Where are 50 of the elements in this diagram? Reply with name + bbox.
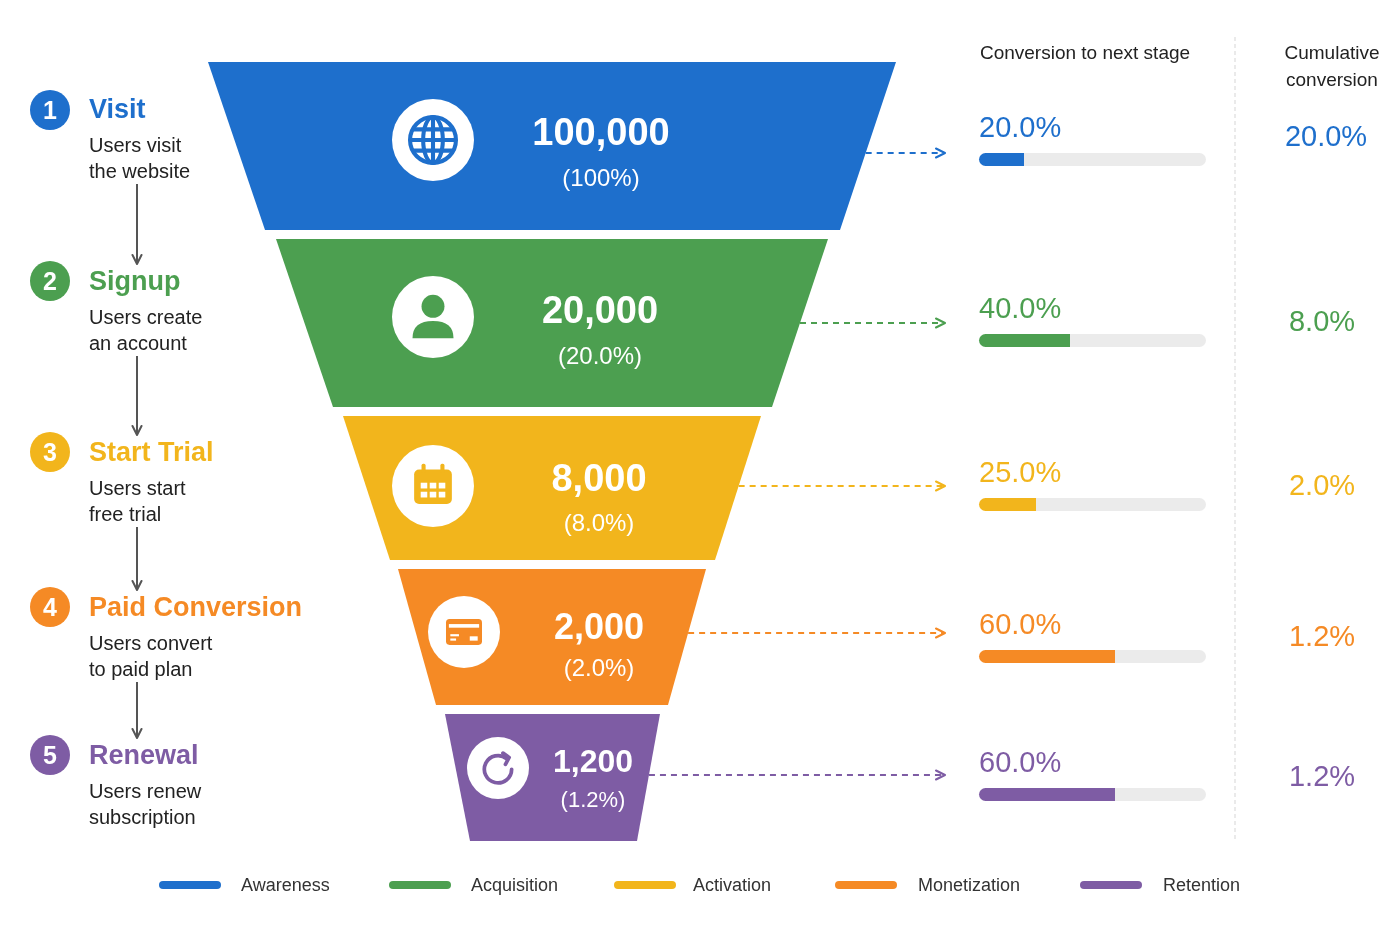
stage-title: Start Trial (89, 436, 215, 469)
step-number: 1 (30, 90, 70, 130)
conversion-rate: 60.0% (979, 607, 1062, 641)
dashed-arrow (687, 627, 946, 639)
cumulative-rate: 1.2% (1288, 760, 1356, 794)
stage-title: Visit (89, 93, 147, 126)
cumulative-rate: 8.0% (1288, 305, 1356, 339)
step-number: 2 (30, 261, 70, 301)
stage-title: Signup (89, 265, 182, 298)
stage-description: Users create an account (89, 305, 204, 356)
arrow (131, 183, 143, 265)
percentage-value: (2.0%) (563, 654, 635, 682)
user-count: 2,000 (553, 606, 645, 648)
cumulative-rate: 1.2% (1288, 620, 1356, 654)
legend-label: Monetization (918, 874, 1021, 896)
cumulative-rate: 2.0% (1288, 469, 1356, 503)
user-count: 100,000 (532, 111, 670, 155)
user-count: 8,000 (551, 457, 647, 501)
arrow (131, 526, 143, 591)
stage-description: Users renew subscription (89, 779, 203, 830)
step-number: 4 (30, 587, 70, 627)
stage-description: Users convert to paid plan (89, 631, 214, 682)
percentage-value: (20.0%) (558, 342, 642, 370)
step-number: 5 (30, 735, 70, 775)
column-header: Cumulative conversion (1284, 41, 1380, 92)
legend-label: Activation (693, 874, 772, 896)
stage-description: Users visit the website (89, 133, 192, 184)
dashed-arrow (737, 480, 946, 492)
percentage-value: (100%) (562, 164, 640, 192)
stage-title: Renewal (89, 739, 200, 772)
conversion-rate: 20.0% (979, 110, 1062, 144)
arrow (131, 681, 143, 739)
user-count: 20,000 (541, 289, 659, 333)
legend-label: Acquisition (471, 874, 559, 896)
legend-label: Retention (1163, 874, 1241, 896)
legend-label: Awareness (241, 874, 330, 896)
stage-description: Users start free trial (89, 476, 187, 527)
conversion-rate: 60.0% (979, 745, 1062, 779)
user-count: 1,200 (552, 742, 634, 780)
arrow (131, 355, 143, 436)
step-number: 3 (30, 432, 70, 472)
conversion-rate: 40.0% (979, 291, 1062, 325)
percentage-value: (8.0%) (563, 509, 635, 537)
cumulative-rate: 20.0% (1284, 120, 1368, 154)
percentage-value: (1.2%) (560, 787, 626, 813)
stage-title: Paid Conversion (89, 591, 303, 624)
dashed-arrow (799, 317, 946, 329)
dashed-arrow (864, 147, 946, 159)
column-header: Conversion to next stage (979, 42, 1191, 64)
conversion-rate: 25.0% (979, 455, 1062, 489)
